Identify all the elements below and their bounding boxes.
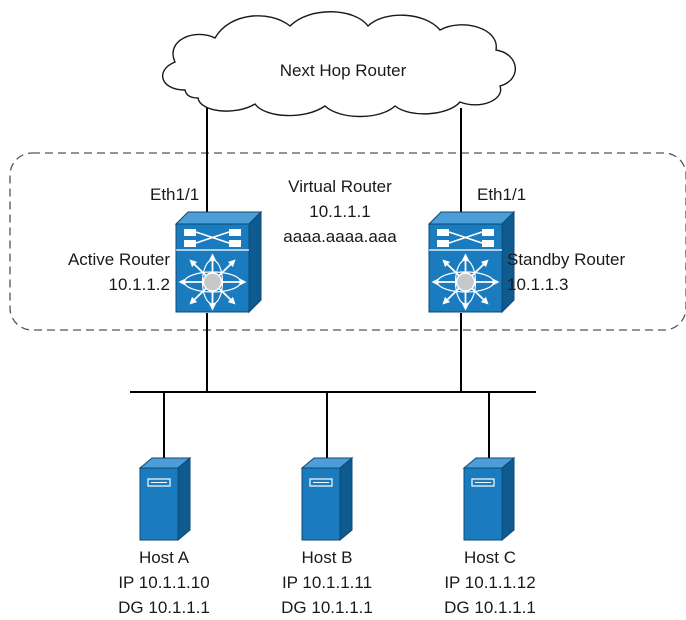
host-b-server-icon bbox=[301, 457, 353, 541]
cloud-label: Next Hop Router bbox=[279, 61, 407, 80]
host-c-dg: DG 10.1.1.1 bbox=[444, 598, 536, 617]
standby-router-icon bbox=[429, 212, 514, 312]
active-router-role: Active Router bbox=[67, 250, 170, 269]
virtual-router-ip: 10.1.1.1 bbox=[309, 202, 371, 221]
host-c-ip: IP 10.1.1.12 bbox=[444, 573, 536, 592]
host-a-server-icon bbox=[139, 457, 191, 541]
standby-router-ip: 10.1.1.3 bbox=[507, 275, 569, 294]
host-b-name: Host B bbox=[301, 548, 353, 567]
active-router-interface: Eth1/1 bbox=[150, 185, 200, 204]
host-c-server-icon bbox=[463, 457, 515, 541]
virtual-router-mac: aaaa.aaaa.aaa bbox=[283, 227, 397, 246]
host-a-ip: IP 10.1.1.10 bbox=[118, 573, 210, 592]
cloud-shape bbox=[162, 11, 516, 118]
host-b-ip: IP 10.1.1.11 bbox=[281, 573, 373, 592]
host-b-dg: DG 10.1.1.1 bbox=[281, 598, 373, 617]
host-c-name: Host C bbox=[464, 548, 516, 567]
standby-router-interface: Eth1/1 bbox=[477, 185, 527, 204]
host-a-name: Host A bbox=[138, 548, 190, 567]
active-router-icon bbox=[176, 212, 261, 312]
host-a-dg: DG 10.1.1.1 bbox=[118, 598, 210, 617]
virtual-router-title: Virtual Router bbox=[288, 177, 392, 196]
standby-router-role: Standby Router bbox=[507, 250, 626, 269]
active-router-ip: 10.1.1.2 bbox=[108, 275, 170, 294]
virtual-router-boundary bbox=[9, 152, 686, 331]
